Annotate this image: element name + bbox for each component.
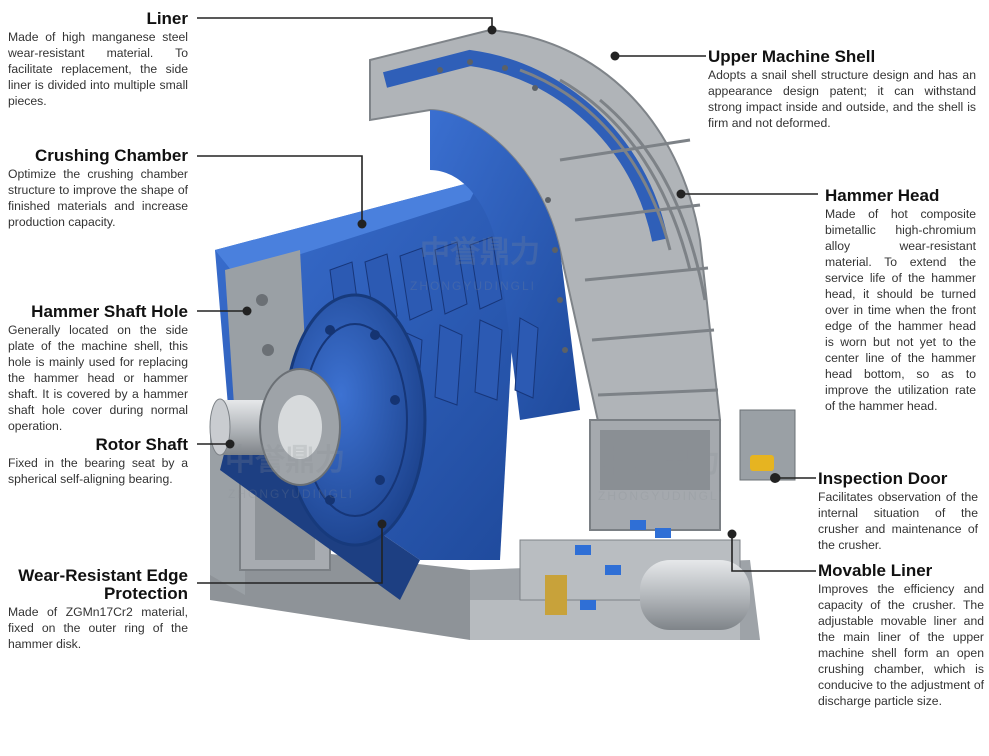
callout-title: Upper Machine Shell (708, 48, 976, 66)
callout-body: Made of high manganese steel wear-resist… (8, 29, 188, 109)
callout-body: Adopts a snail shell structure design an… (708, 67, 976, 131)
callout-title: Crushing Chamber (8, 147, 188, 165)
callout-inspection-door: Inspection Door Facilitates observation … (818, 470, 978, 553)
callout-title: Hammer Shaft Hole (8, 303, 188, 321)
callout-body: Made of hot composite bimetallic high-ch… (825, 206, 976, 414)
callout-title: Inspection Door (818, 470, 978, 488)
svg-text:中誉鼎力: 中誉鼎力 (420, 236, 540, 269)
callout-body: Facilitates observation of the internal … (818, 489, 978, 553)
callout-title: Liner (8, 10, 188, 28)
callout-hammer-shaft-hole: Hammer Shaft Hole Generally located on t… (8, 303, 188, 434)
callout-title-line2: Protection (8, 585, 188, 603)
svg-text:ZHONGYUDINGLI: ZHONGYUDINGLI (598, 489, 724, 503)
callout-crushing-chamber: Crushing Chamber Optimize the crushing c… (8, 147, 188, 230)
callout-title: Movable Liner (818, 562, 984, 580)
callout-title-line1: Wear-Resistant Edge (8, 567, 188, 585)
callout-wear-resistant-edge: Wear-Resistant Edge Protection Made of Z… (8, 567, 188, 652)
svg-text:中誉鼎力: 中誉鼎力 (600, 446, 720, 479)
callout-body: Improves the efficiency and capacity of … (818, 581, 984, 709)
callout-rotor-shaft: Rotor Shaft Fixed in the bearing seat by… (8, 436, 188, 487)
callout-hammer-head: Hammer Head Made of hot composite bimeta… (825, 187, 976, 414)
callout-body: Made of ZGMn17Cr2 material, fixed on the… (8, 604, 188, 652)
callout-title: Rotor Shaft (8, 436, 188, 454)
svg-text:中誉鼎力: 中誉鼎力 (225, 444, 345, 477)
svg-text:ZHONGYUDINGLI: ZHONGYUDINGLI (410, 279, 536, 293)
callout-body: Optimize the crushing chamber structure … (8, 166, 188, 230)
callout-title: Hammer Head (825, 187, 976, 205)
svg-text:ZHONGYUDINGLI: ZHONGYUDINGLI (228, 487, 354, 501)
callout-liner: Liner Made of high manganese steel wear-… (8, 10, 188, 109)
callout-body: Generally located on the side plate of t… (8, 322, 188, 434)
callout-movable-liner: Movable Liner Improves the efficiency an… (818, 562, 984, 709)
callout-body: Fixed in the bearing seat by a spherical… (8, 455, 188, 487)
callout-upper-machine-shell: Upper Machine Shell Adopts a snail shell… (708, 48, 976, 131)
